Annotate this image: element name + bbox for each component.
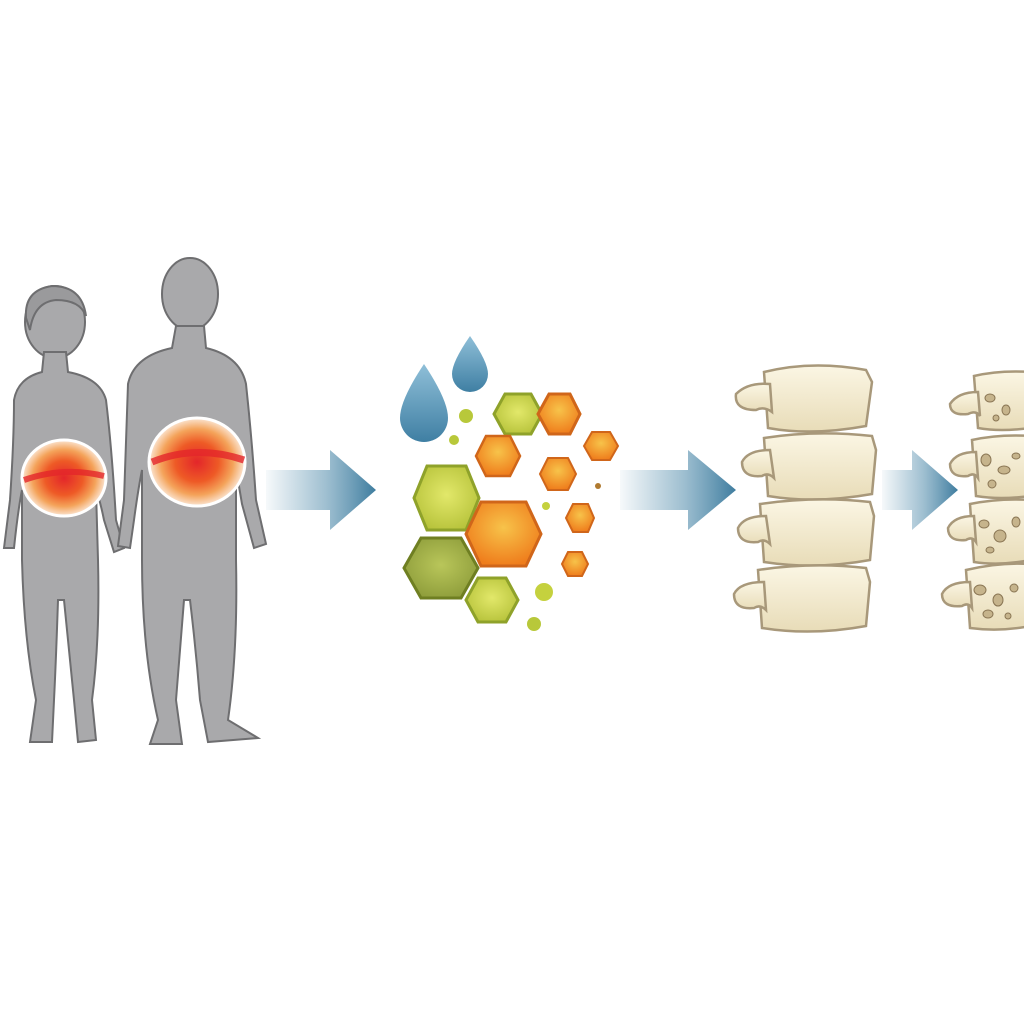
particle-dot	[542, 502, 550, 510]
transverse-process	[946, 514, 978, 547]
hexagon-green-dark	[402, 536, 480, 600]
vertebra	[732, 564, 872, 633]
hexagon-orange-small	[538, 457, 578, 491]
hexagon-green-top	[492, 392, 544, 436]
hexagon-green-large	[412, 464, 481, 532]
particle-dot	[535, 583, 553, 601]
hexagon-orange-small	[564, 503, 596, 533]
particle-dot	[527, 617, 541, 631]
hexagon-orange-small	[560, 551, 590, 577]
man-belly-inflammation	[147, 416, 247, 508]
hexagon-orange-top	[536, 392, 582, 436]
arrow-3	[882, 450, 958, 530]
particle-dot	[459, 409, 473, 423]
hexagon-orange-large	[464, 500, 543, 568]
hexagon-cluster-icon	[400, 336, 620, 631]
vertebra	[734, 364, 874, 433]
woman-belly-inflammation	[20, 438, 108, 518]
arrow-2	[620, 450, 736, 530]
healthy-vertebrae-icon	[732, 364, 878, 633]
hexagon-orange-small	[582, 431, 620, 461]
vertebra	[740, 432, 878, 501]
droplet-icon	[400, 364, 448, 442]
particle-dot	[449, 435, 459, 445]
human-figures-icon	[2, 257, 268, 745]
porous-vertebrae-icon	[940, 370, 1024, 631]
vertebra	[970, 434, 1024, 500]
particle-dot	[595, 483, 601, 489]
hexagon-orange-mid	[474, 434, 522, 478]
transverse-process	[948, 450, 980, 483]
hexagon-green-small	[464, 576, 520, 624]
woman-belly-band	[23, 468, 105, 483]
man-belly-band	[150, 449, 246, 466]
arrow-1	[266, 450, 376, 530]
vertebra	[736, 498, 876, 567]
vertebra	[972, 370, 1024, 432]
bone-pores	[973, 393, 1021, 620]
transverse-process	[940, 580, 974, 613]
transverse-process	[948, 390, 982, 421]
droplet-icon	[452, 336, 488, 392]
